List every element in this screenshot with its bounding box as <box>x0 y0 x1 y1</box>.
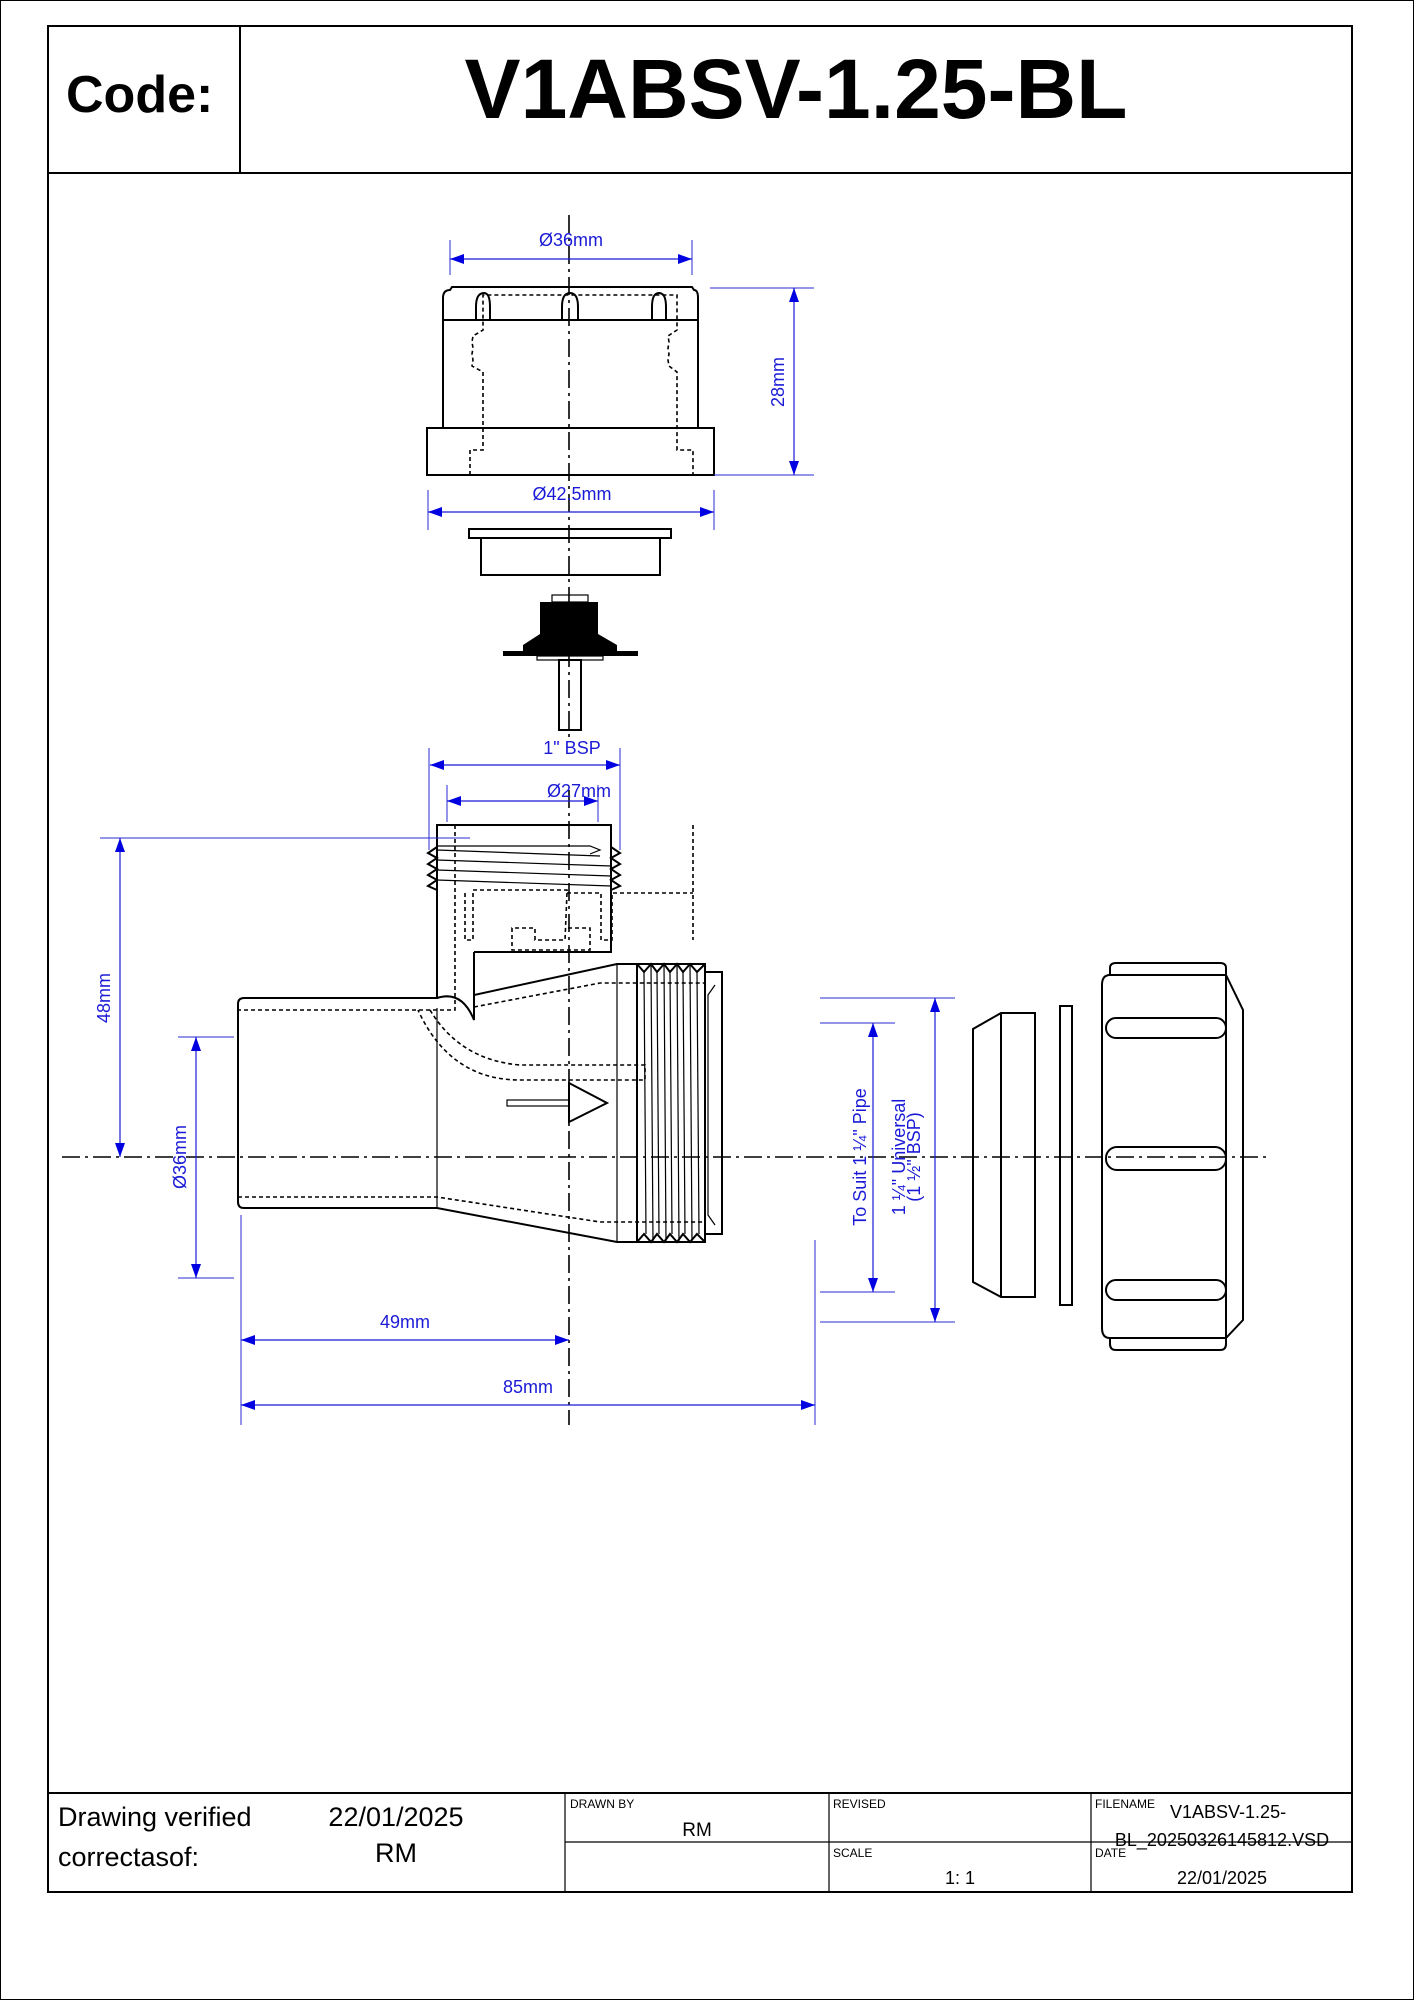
filename-label-text: FILENAME <box>1095 1797 1155 1811</box>
scale-label-text: SCALE <box>833 1846 872 1860</box>
spigot-diameter-text: Ø27mm <box>547 781 611 801</box>
dim-universal-thread: 1 ¼" Universal (1 ½" BSP) <box>820 997 955 1323</box>
universal-line1-text: 1 ¼" Universal <box>889 1099 909 1215</box>
cap-height-text: 28mm <box>768 357 788 407</box>
dim-cap-height: 28mm <box>710 287 814 476</box>
length-85-text: 85mm <box>503 1377 553 1397</box>
dim-pipe-size: To Suit 1 ¼" Pipe <box>820 1022 895 1293</box>
universal-line2-text: (1 ½" BSP) <box>904 1112 924 1201</box>
nut-part <box>1101 962 1244 1351</box>
verified-label-2-text: correctasof: <box>58 1842 199 1872</box>
product-code: V1ABSV-1.25-BL <box>465 42 1128 136</box>
revised-label-text: REVISED <box>833 1797 886 1811</box>
date-text: 22/01/2025 <box>1177 1868 1267 1888</box>
verified-date-text: 22/01/2025 <box>328 1802 463 1832</box>
date-label-text: DATE <box>1095 1846 1126 1860</box>
title-block: Drawing verified correctasof: 22/01/2025… <box>48 1792 1352 1892</box>
thread-bsp-text: 1" BSP <box>543 738 600 758</box>
dim-thread-bsp: 1" BSP <box>428 738 621 850</box>
cap-part <box>426 286 715 476</box>
dim-cap-diameter: Ø36mm <box>449 230 693 275</box>
dim-length-85: 85mm <box>241 1240 816 1425</box>
to-suit-pipe-text: To Suit 1 ¼" Pipe <box>850 1088 870 1225</box>
valve-part <box>503 594 638 731</box>
height-48-text: 48mm <box>94 973 114 1023</box>
scale-text: 1: 1 <box>945 1868 975 1888</box>
verified-by-text: RM <box>375 1838 417 1868</box>
valve-body <box>237 824 723 1244</box>
cap-diameter-text: Ø36mm <box>539 230 603 250</box>
seal-part <box>972 1012 1036 1298</box>
drawn-by-label-text: DRAWN BY <box>570 1797 634 1811</box>
drawing-frame <box>47 25 1353 1893</box>
verified-label-1-text: Drawing verified <box>58 1802 252 1832</box>
drawn-by-text: RM <box>682 1820 712 1841</box>
code-label: Code: <box>66 66 213 124</box>
dim-height-48: 48mm <box>94 837 470 1157</box>
dim-flange-diameter: Ø42.5mm <box>427 484 715 530</box>
filename-2-text: BL_20250326145812.VSD <box>1115 1830 1329 1851</box>
dim-inlet-diameter: Ø36mm <box>170 1036 234 1279</box>
flat-washer-part <box>1059 1005 1073 1306</box>
flange-diameter-text: Ø42.5mm <box>532 484 611 504</box>
length-49-text: 49mm <box>380 1312 430 1332</box>
dim-spigot-diameter: Ø27mm <box>446 781 611 822</box>
dim-length-49: 49mm <box>240 1215 569 1425</box>
filename-1-text: V1ABSV-1.25- <box>1170 1802 1286 1822</box>
inlet-diameter-text: Ø36mm <box>170 1125 190 1189</box>
washer-part <box>468 528 672 576</box>
